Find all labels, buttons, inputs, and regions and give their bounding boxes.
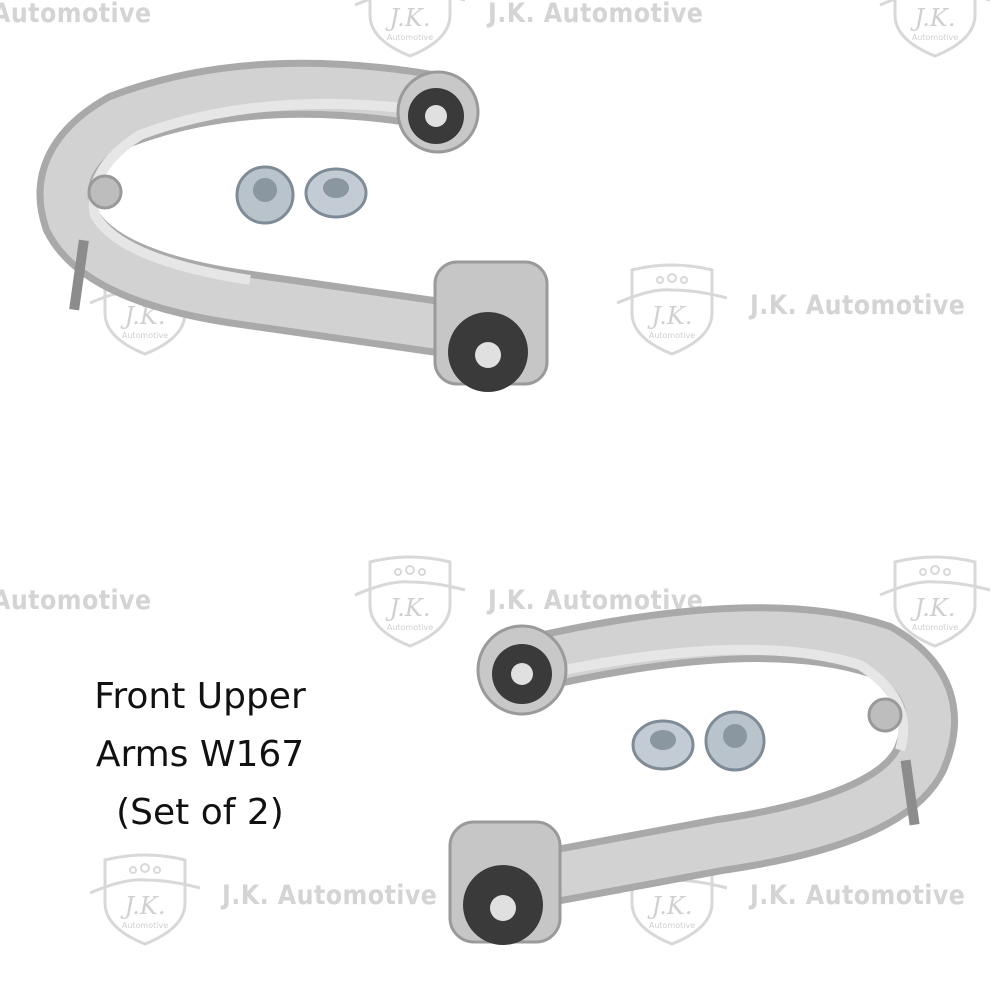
product-title: Front Upper Arms W167 (Set of 2) (40, 668, 360, 842)
nut-flange-icon (235, 165, 295, 225)
control-arm-image-top (36, 59, 549, 392)
watermark-text: Automotive (0, 0, 152, 29)
watermark-text: J.K. Automotive (222, 880, 438, 911)
nut-cone-icon (304, 167, 368, 219)
title-line: Front Upper (94, 676, 306, 717)
nut-cone-icon (631, 719, 695, 771)
title-line: Arms W167 (95, 734, 305, 775)
watermark-text: J.K. Automotive (488, 0, 704, 29)
watermark-text: J.K. Automotive (750, 880, 966, 911)
title-line: (Set of 2) (116, 792, 284, 833)
watermark-text: Automotive (0, 585, 152, 616)
nut-flange-icon (704, 710, 766, 772)
watermark-text: J.K. Automotive (750, 290, 966, 321)
